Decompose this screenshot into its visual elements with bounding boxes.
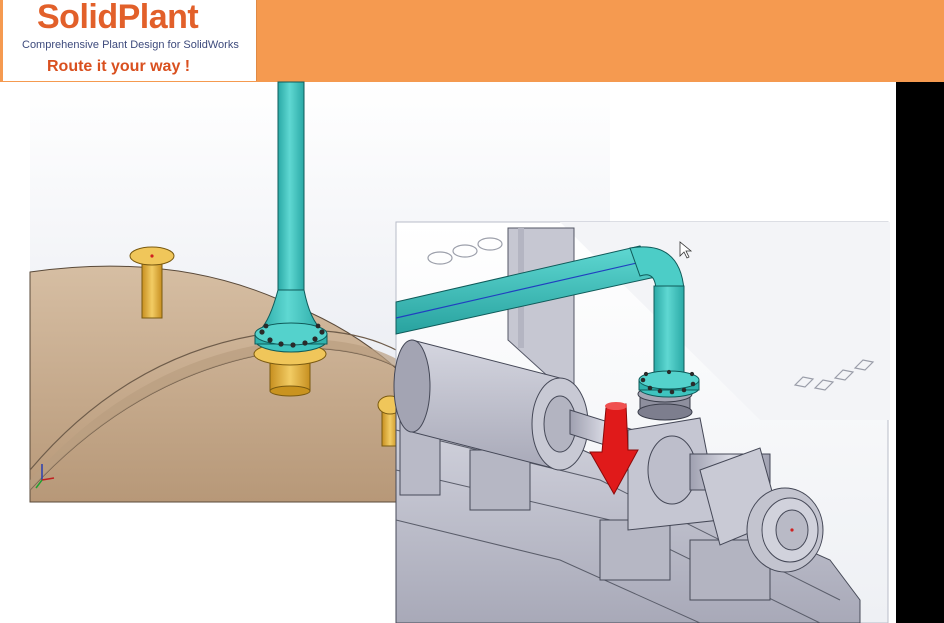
logo-brand: SolidPlant: [37, 0, 199, 36]
pump-with-pipe-view: [393, 221, 890, 623]
black-border: [896, 82, 944, 623]
solidplant-logo: SolidPlant Comprehensive Plant Design fo…: [3, 0, 257, 81]
logo-tagline: Comprehensive Plant Design for SolidWork…: [22, 39, 239, 51]
axis-triad-icon: [35, 464, 55, 489]
direction-arrow-icon: [589, 402, 639, 496]
logo-slogan: Route it your way !: [47, 58, 191, 75]
mouse-cursor-icon: [679, 241, 693, 259]
